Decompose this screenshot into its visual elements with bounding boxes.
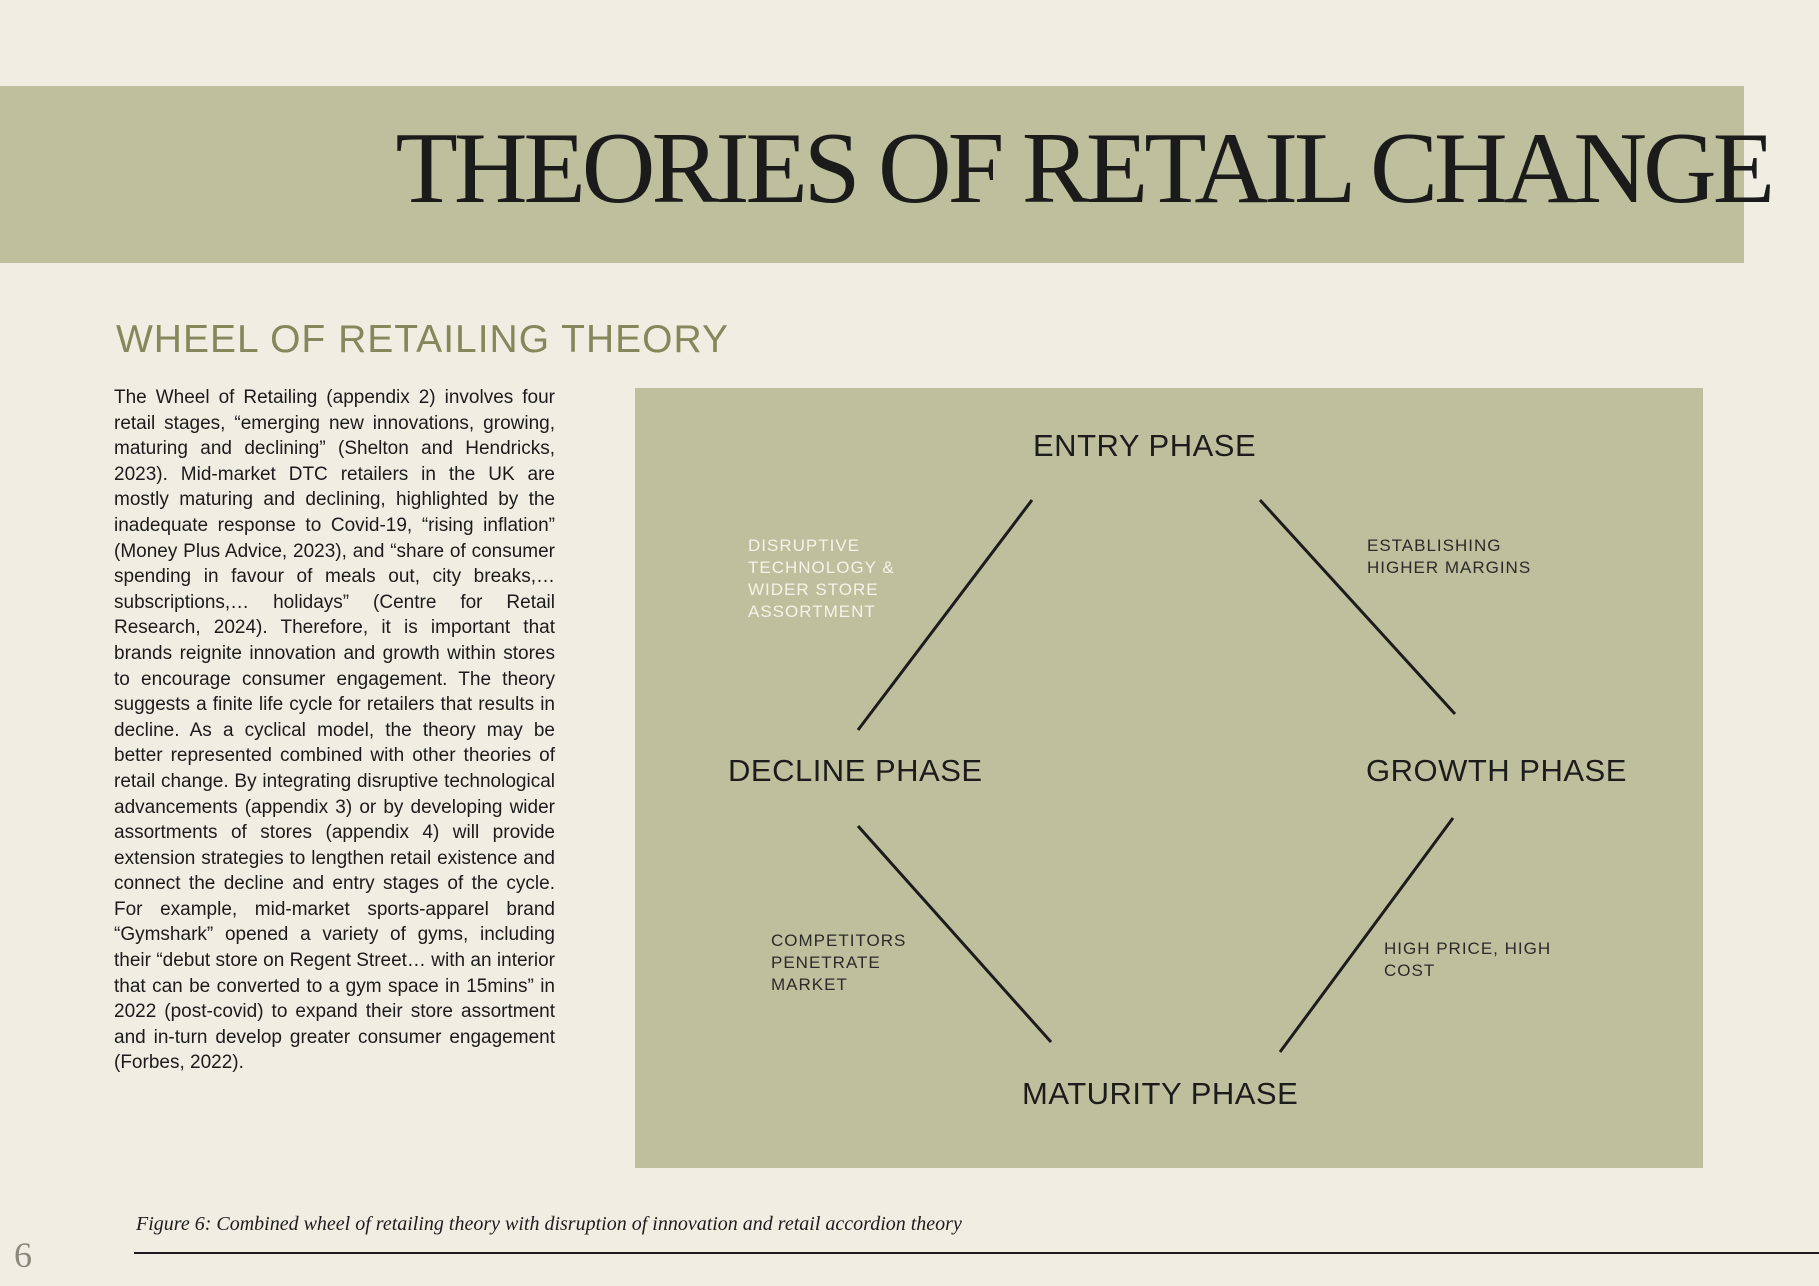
maturity-phase-label: MATURITY PHASE — [1022, 1076, 1299, 1111]
note-entry-to-growth: ESTABLISHING HIGHER MARGINS — [1367, 536, 1532, 577]
connector-growth-to-maturity — [1278, 817, 1455, 1053]
growth-phase-label: GROWTH PHASE — [1366, 753, 1627, 788]
connector-maturity-to-decline — [856, 825, 1053, 1043]
title-band — [0, 86, 1744, 263]
note-growth-to-maturity: HIGH PRICE, HIGH COST — [1384, 939, 1552, 980]
figure-caption: Figure 6: Combined wheel of retailing th… — [136, 1213, 962, 1235]
cycle-connectors — [856, 498, 1457, 1053]
connector-entry-to-growth — [1258, 498, 1457, 716]
section-heading: WHEEL OF RETAILING THEORY — [116, 318, 729, 361]
connector-decline-to-entry — [856, 499, 1034, 731]
entry-phase-label: ENTRY PHASE — [1033, 428, 1257, 463]
body-paragraph: The Wheel of Retailing (appendix 2) invo… — [114, 387, 555, 1074]
note-decline-to-entry: DISRUPTIVE TECHNOLOGY & WIDER STORE ASSO… — [748, 536, 895, 621]
page-number: 6 — [14, 1235, 32, 1275]
page-title: THEORIES OF RETAIL CHANGE — [395, 112, 1775, 225]
note-maturity-to-decline: COMPETITORS PENETRATE MARKET — [771, 931, 907, 994]
wheel-of-retailing-diagram: ENTRY PHASE GROWTH PHASE MATURITY PHASE … — [635, 388, 1703, 1168]
decline-phase-label: DECLINE PHASE — [728, 753, 983, 788]
caption-underline — [134, 1252, 1819, 1254]
